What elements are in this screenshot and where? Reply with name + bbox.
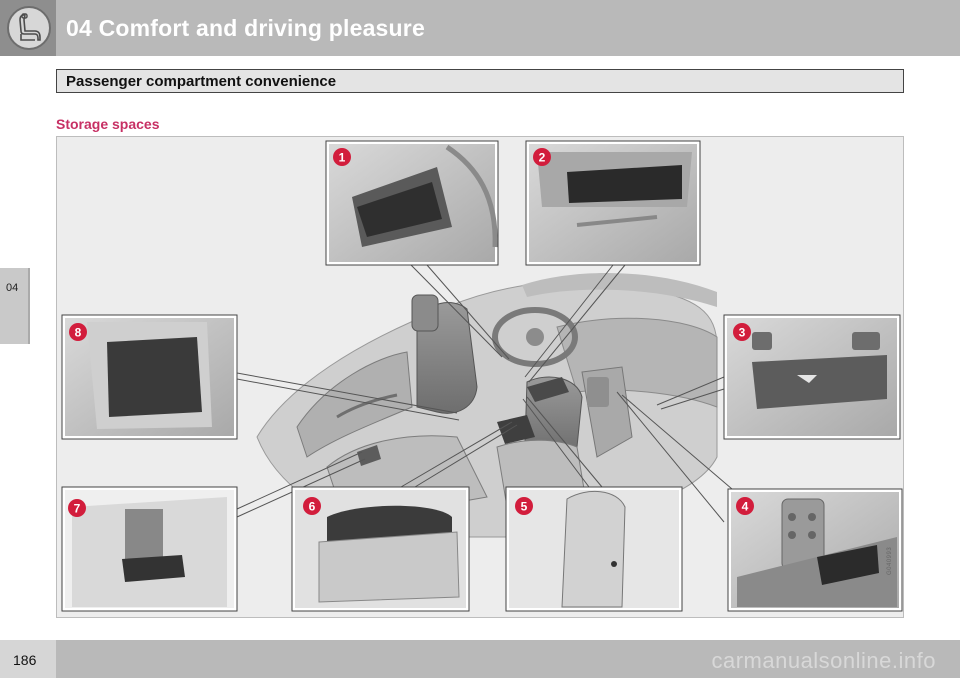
detail-panel-1 — [325, 140, 499, 266]
chapter-title: 04 Comfort and driving pleasure — [66, 15, 425, 41]
callout-2-badge: 2 — [533, 148, 551, 166]
callout-3-badge: 3 — [733, 323, 751, 341]
watermark: carmanualsonline.info — [711, 648, 936, 673]
svg-text:6: 6 — [309, 500, 316, 514]
car-interior-drawing: 1 2 3 4 5 6 7 8 — [61, 140, 903, 612]
chapter-header: 04 Comfort and driving pleasure — [0, 0, 960, 56]
chapter-side-tab: 04 — [0, 268, 28, 344]
callout-4-badge: 4 — [736, 497, 754, 515]
svg-text:8: 8 — [75, 326, 82, 340]
callout-6-badge: 6 — [303, 497, 321, 515]
seat-icon — [7, 6, 51, 50]
section-bar: Passenger compartment convenience — [56, 69, 904, 93]
callout-7-badge: 7 — [68, 499, 86, 517]
page-number-box: 186 — [0, 640, 56, 678]
svg-text:4: 4 — [742, 500, 749, 514]
svg-text:3: 3 — [739, 326, 746, 340]
detail-panel-6 — [291, 486, 470, 612]
storage-spaces-illustration: 1 2 3 4 5 6 7 8 G040993 — [56, 136, 904, 618]
callout-5-badge: 5 — [515, 497, 533, 515]
svg-text:2: 2 — [539, 151, 546, 165]
detail-panel-3 — [723, 314, 901, 440]
detail-panel-4 — [727, 488, 903, 612]
side-tab-strip — [28, 268, 30, 344]
callout-8-badge: 8 — [69, 323, 87, 341]
detail-panel-2 — [525, 140, 701, 266]
svg-text:7: 7 — [74, 502, 81, 516]
side-tab-label: 04 — [6, 282, 19, 294]
chapter-icon-box — [0, 0, 56, 56]
storage-spaces-heading: Storage spaces — [56, 116, 160, 132]
callout-1-badge: 1 — [333, 148, 351, 166]
page-footer: 186 carmanualsonline.info — [0, 640, 960, 678]
page-number: 186 — [13, 652, 37, 668]
svg-text:5: 5 — [521, 500, 528, 514]
illustration-code: G040993 — [887, 546, 893, 575]
detail-panel-8 — [61, 314, 238, 440]
detail-panel-5 — [505, 486, 683, 612]
detail-panel-7 — [61, 486, 238, 612]
section-title: Passenger compartment convenience — [66, 73, 337, 90]
svg-text:1: 1 — [339, 151, 346, 165]
